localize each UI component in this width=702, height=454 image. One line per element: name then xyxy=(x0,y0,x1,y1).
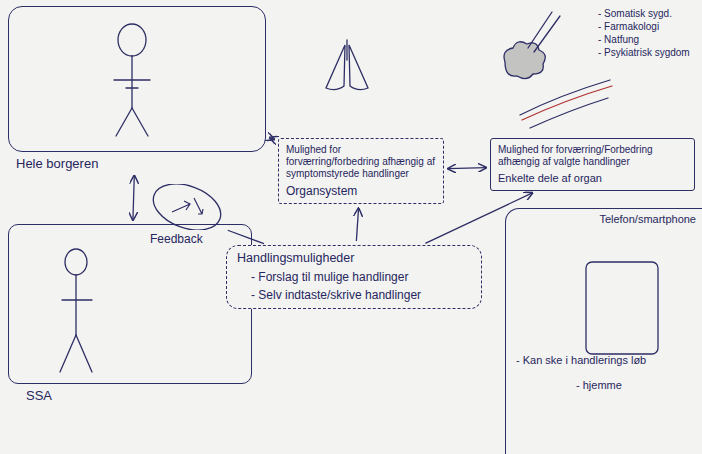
smartphone-sketch xyxy=(586,262,658,354)
action-box: Handlingsmuligheder - Forslag til mulige … xyxy=(226,245,482,309)
note-item: - hjemme xyxy=(516,379,696,392)
note-item: - Natfung xyxy=(598,34,639,47)
note-item: - Somatisk sygd. xyxy=(598,8,672,21)
stick-figure xyxy=(114,24,150,136)
oval-frame xyxy=(150,184,224,230)
panel-frame xyxy=(8,6,266,152)
panel-caption: SSA xyxy=(8,384,252,404)
feedback-oval xyxy=(150,184,224,230)
box-heading: Mulighed for forværring/forbedring afhæn… xyxy=(286,144,436,180)
connector xyxy=(356,208,358,241)
connector xyxy=(270,138,274,140)
note-item: - Farmakologi xyxy=(598,21,659,34)
stick-figure xyxy=(60,249,92,372)
box-heading: Handlingsmuligheder xyxy=(237,251,471,266)
organ-sketch xyxy=(504,12,612,128)
panel-frame xyxy=(8,224,252,384)
connector xyxy=(448,168,486,169)
box-line: - Selv indtaste/skrive handlinger xyxy=(237,288,471,302)
connector xyxy=(228,230,264,243)
lung-sketch xyxy=(326,40,368,90)
region-title: Telefon/smartphone xyxy=(516,213,696,226)
organ-part-box: Mulighed for forværring/Forbedring afhæn… xyxy=(490,138,695,191)
loop-label: Feedback xyxy=(150,230,224,246)
box-heading: Mulighed for forværring/Forbedring afhæn… xyxy=(498,144,687,168)
note-item: - Psykiatrisk sygdom xyxy=(598,47,690,60)
citizen-panel: Hele borgeren xyxy=(8,6,266,172)
ssa-panel: SSA xyxy=(8,224,252,404)
organ-box: Mulighed for forværring/forbedring afhæn… xyxy=(278,138,444,204)
box-line: Organsystem xyxy=(286,184,436,198)
phone-region: Telefon/smartphone - Kan ske i handlering… xyxy=(505,208,702,454)
panel-caption: Hele borgeren xyxy=(8,152,266,172)
connector xyxy=(133,176,134,220)
note-item: - Kan ske i handlerings løb xyxy=(516,354,696,367)
box-line: - Forslag til mulige handlinger xyxy=(237,270,471,284)
box-line: Enkelte dele af organ xyxy=(498,172,687,185)
feedback-loop: Feedback xyxy=(150,184,224,246)
